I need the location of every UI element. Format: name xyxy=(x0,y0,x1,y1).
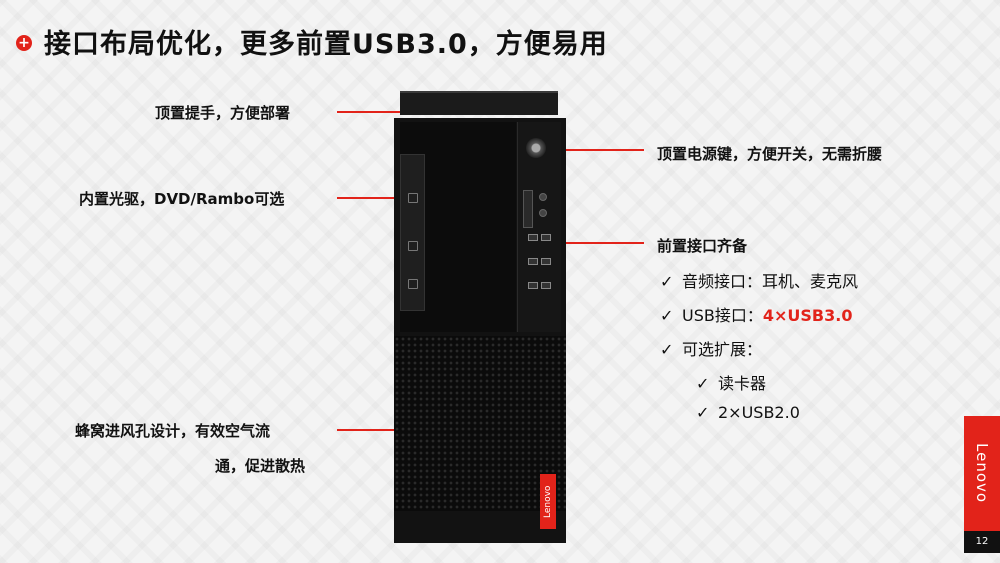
list-item-usb: ✓USB接口：4×USB3.0 xyxy=(660,306,853,325)
odd-eject-icon xyxy=(408,193,418,203)
check-icon: ✓ xyxy=(660,272,674,291)
usb-port-icon xyxy=(528,234,538,241)
desktop-tower-image: Lenovo xyxy=(394,88,566,543)
callout-honeycomb-1: 蜂窝进风孔设计，有效空气流 xyxy=(75,422,271,440)
callout-top-handle: 顶置提手，方便部署 xyxy=(155,104,291,122)
check-icon: ✓ xyxy=(660,306,674,325)
callout-line-handle xyxy=(337,111,457,113)
callout-power-key: 顶置电源键，方便开关，无需折腰 xyxy=(657,145,883,163)
callout-line-ports xyxy=(550,242,644,244)
callout-front-ports: 前置接口齐备 xyxy=(657,237,748,255)
callout-line-odd xyxy=(337,197,409,199)
list-item-optional: ✓可选扩展： xyxy=(660,340,763,359)
title-bullet-icon: + xyxy=(16,35,32,51)
callout-optical-drive: 内置光驱，DVD/Rambo可选 xyxy=(79,190,285,208)
usb-port-icon xyxy=(541,234,551,241)
tower-lenovo-logo: Lenovo xyxy=(540,474,556,529)
odd-logo-icon xyxy=(408,241,418,251)
lenovo-logo: Lenovo xyxy=(973,443,991,504)
check-icon: ✓ xyxy=(696,403,710,422)
usb-port-icon xyxy=(541,282,551,289)
list-item-card-reader: ✓读卡器 xyxy=(696,374,767,393)
usb-port-icon xyxy=(528,282,538,289)
mic-jack-icon xyxy=(539,209,547,217)
top-handle xyxy=(400,91,558,115)
power-button-icon xyxy=(526,138,546,158)
check-icon: ✓ xyxy=(660,340,674,359)
usb-count-highlight: 4×USB3.0 xyxy=(762,306,853,325)
headphone-jack-icon xyxy=(539,193,547,201)
check-icon: ✓ xyxy=(696,374,710,393)
callout-honeycomb-2: 通，促进散热 xyxy=(215,457,306,475)
optical-drive-bay xyxy=(400,154,425,311)
list-item-usb2: ✓2×USB2.0 xyxy=(696,403,800,422)
odd-logo-icon xyxy=(408,279,418,289)
slide-title: 接口布局优化，更多前置USB3.0，方便易用 xyxy=(44,29,608,60)
callout-line-power xyxy=(544,149,644,151)
card-reader-slot-icon xyxy=(523,190,533,228)
page-number: 12 xyxy=(964,531,1000,553)
list-item-audio: ✓音频接口：耳机、麦克风 xyxy=(660,272,859,291)
usb-port-icon xyxy=(541,258,551,265)
honeycomb-mesh xyxy=(394,336,566,511)
usb-port-icon xyxy=(528,258,538,265)
lenovo-brand-tab: Lenovo xyxy=(964,416,1000,531)
